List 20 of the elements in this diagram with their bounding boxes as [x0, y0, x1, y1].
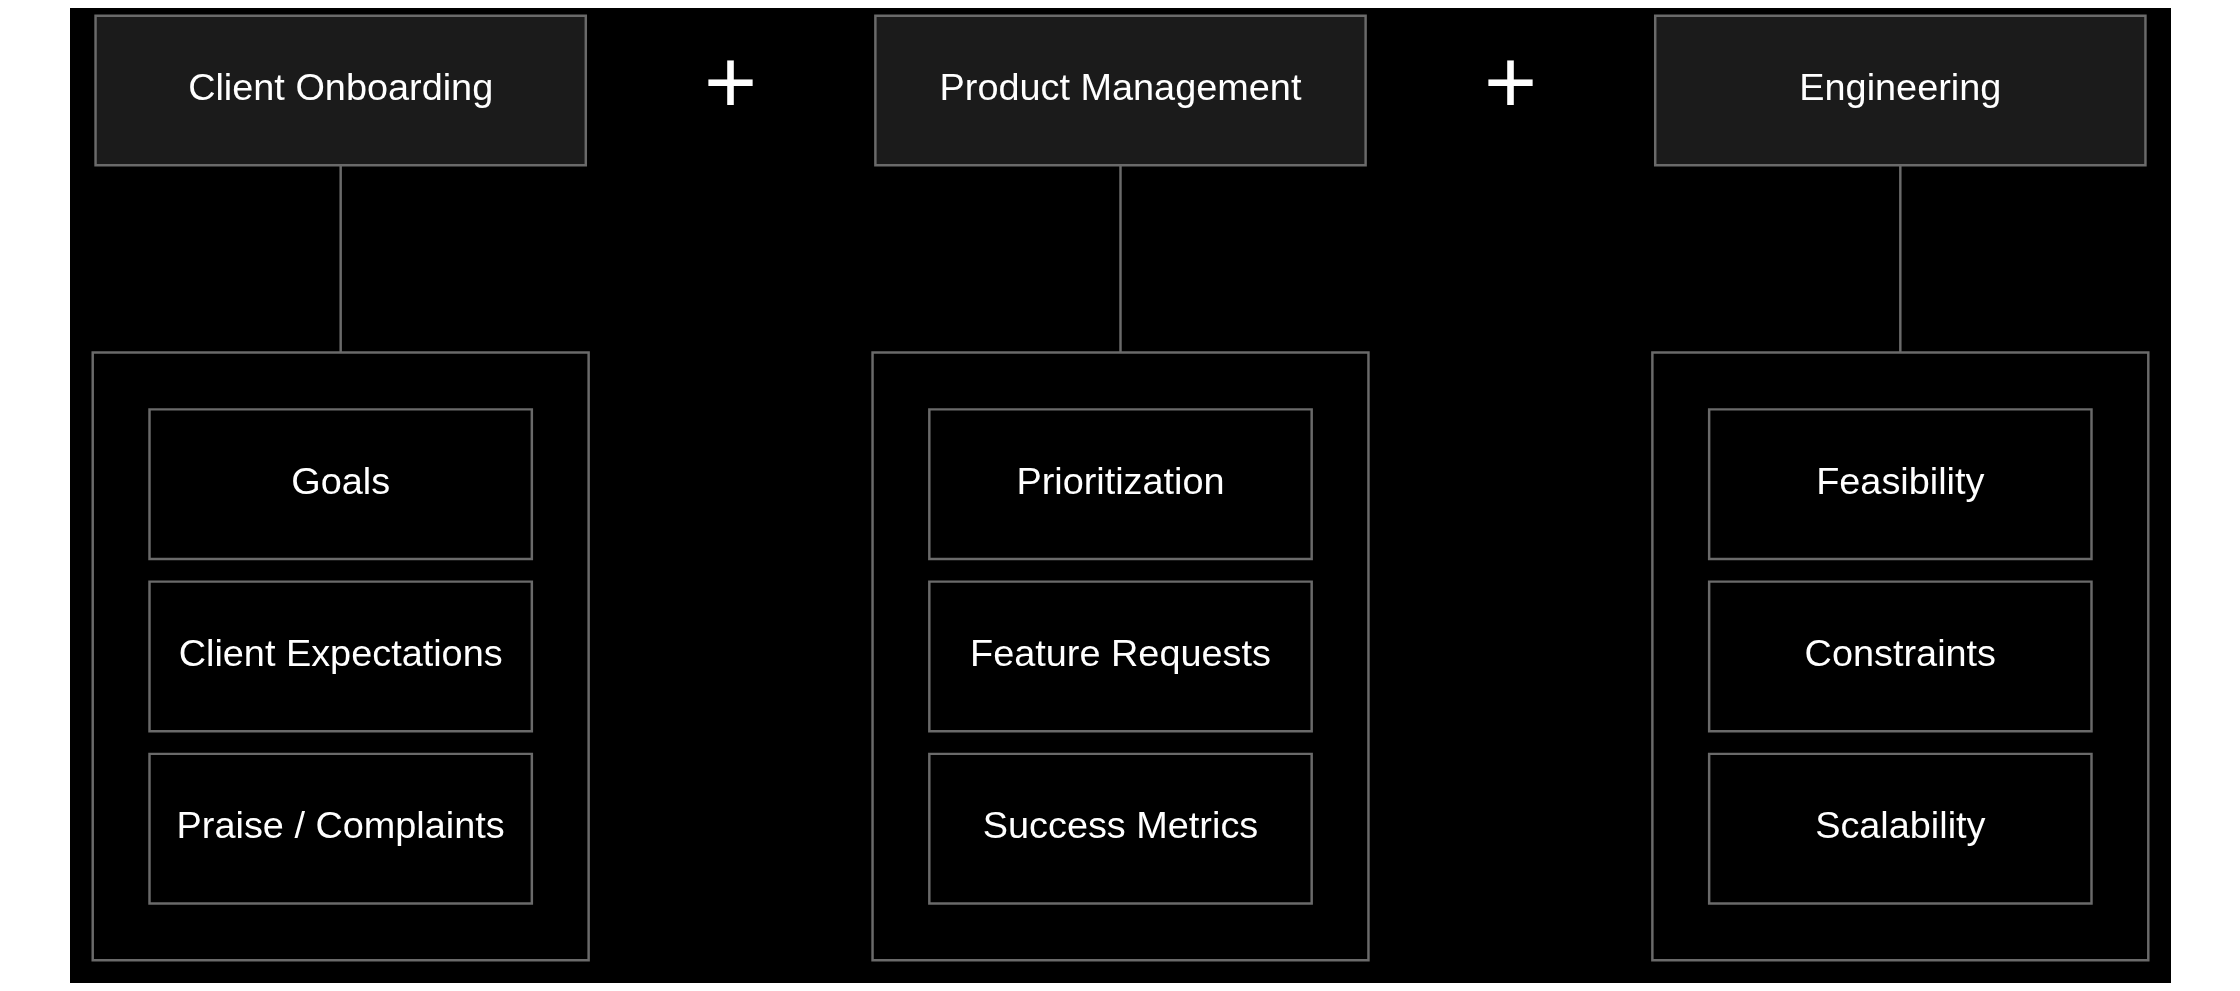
node-box: Client Onboarding — [93, 14, 587, 167]
node-box: Prioritization — [927, 408, 1313, 561]
node-box: Product Management — [873, 14, 1367, 167]
connector — [338, 165, 342, 353]
cluster — [870, 351, 1370, 962]
node-box: Praise / Complaints — [147, 752, 533, 905]
node-box: Feature Requests — [927, 580, 1313, 733]
connector — [1118, 165, 1122, 353]
node-box: Success Metrics — [927, 752, 1313, 905]
label: + — [1483, 30, 1537, 132]
cluster — [90, 351, 590, 962]
node-box: Scalability — [1707, 752, 2093, 905]
node-box: Engineering — [1653, 14, 2147, 167]
cluster — [1650, 351, 2149, 962]
node-box: Feasibility — [1707, 408, 2093, 561]
node-box: Constraints — [1707, 580, 2093, 733]
connector — [1898, 165, 1902, 353]
label: + — [703, 30, 757, 132]
node-box: Goals — [147, 408, 533, 561]
node-box: Client Expectations — [147, 580, 533, 733]
